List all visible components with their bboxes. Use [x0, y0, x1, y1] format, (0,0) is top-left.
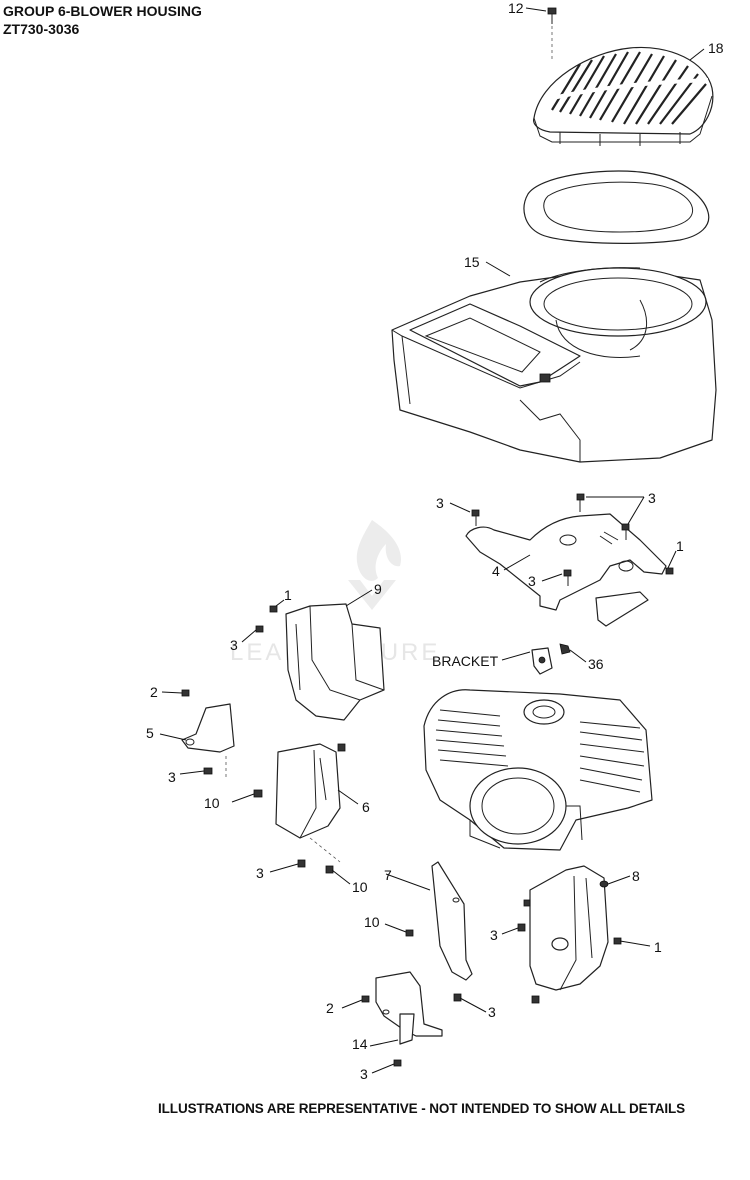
callout-1: 1 [654, 939, 662, 955]
engine-cylinder-block [423, 689, 653, 851]
callout-10: 10 [364, 914, 380, 930]
part-15-blower-housing [391, 267, 717, 463]
callout-1: 1 [676, 538, 684, 554]
flame-logo-icon [348, 520, 401, 610]
callout-3: 3 [648, 490, 656, 506]
part-5-bracket [181, 703, 235, 780]
part-4-cylinder-baffle [465, 513, 667, 627]
callout-3: 3 [256, 865, 264, 881]
callout-3: 3 [360, 1066, 368, 1082]
callout-10: 10 [204, 795, 220, 811]
disclaimer-note: ILLUSTRATIONS ARE REPRESENTATIVE - NOT I… [158, 1101, 686, 1116]
callout-9: 9 [374, 581, 382, 597]
callout-3: 3 [436, 495, 444, 511]
callout-12: 12 [508, 0, 524, 16]
part-12-screw [547, 7, 557, 60]
callout-3: 3 [168, 769, 176, 785]
callout-8: 8 [632, 868, 640, 884]
callout-3: 3 [490, 927, 498, 943]
callout-3: 3 [230, 637, 238, 653]
blower-housing-gasket [523, 170, 710, 244]
callout-6: 6 [362, 799, 370, 815]
callout-5: 5 [146, 725, 154, 741]
callout-1: 1 [284, 587, 292, 603]
part-6-cylinder-shroud [275, 743, 341, 863]
callout-3: 3 [488, 1004, 496, 1020]
part-8-cylinder-shroud [529, 865, 609, 991]
part-18-blower-screen [533, 46, 714, 146]
callout-3: 3 [528, 573, 536, 589]
model-number: ZT730-3036 [3, 21, 80, 37]
callout-14: 14 [352, 1036, 368, 1052]
part-14-bracket [375, 971, 443, 1045]
callout-2: 2 [150, 684, 158, 700]
diagram-group-title: GROUP 6-BLOWER HOUSING [3, 3, 202, 19]
callout-4: 4 [492, 563, 500, 579]
part-9-cylinder-shroud [285, 603, 385, 721]
callout-10: 10 [352, 879, 368, 895]
callout-2: 2 [326, 1000, 334, 1016]
part-7-baffle [431, 861, 473, 981]
leader-lines [159, 7, 705, 1074]
callout-18: 18 [708, 40, 724, 56]
callout-36: 36 [588, 656, 604, 672]
callout-7: 7 [384, 867, 392, 883]
fastener-bolts [181, 493, 674, 1067]
part-callouts: 12 18 15 3 3 1 4 3 9 1 3 BRACKET 36 2 5 … [146, 0, 724, 1082]
bracket-and-screw-36 [531, 643, 571, 675]
callout-15: 15 [464, 254, 480, 270]
callout-bracket: BRACKET [432, 653, 499, 669]
